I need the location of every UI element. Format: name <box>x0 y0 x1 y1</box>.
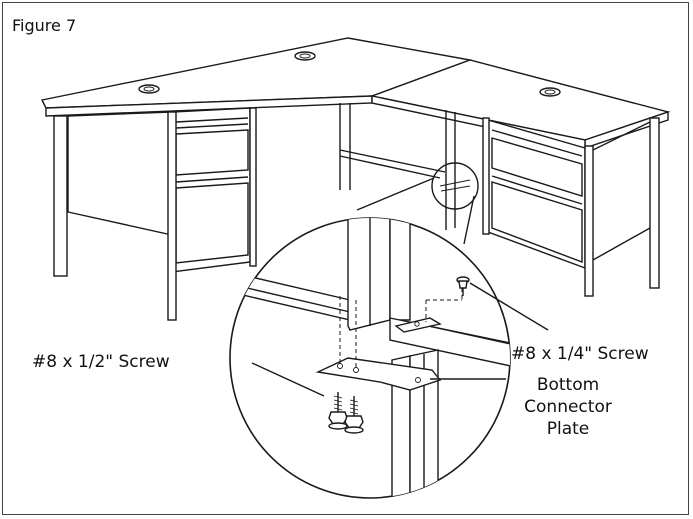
large-screw-leader <box>251 362 325 397</box>
magnify-leader <box>463 195 475 245</box>
left-desk-leg <box>53 115 68 277</box>
figure-frame <box>2 2 689 515</box>
grommet-hole-inner <box>544 89 556 95</box>
grommet-hole-inner <box>143 86 155 92</box>
left-drawer-box <box>175 129 249 176</box>
large-screw <box>328 392 348 430</box>
left-desk-end-panel <box>67 111 173 236</box>
plate-label-line3: Plate <box>547 419 590 439</box>
detail-callout-circle <box>431 162 479 210</box>
grommet-hole <box>294 51 316 61</box>
grommet-hole <box>539 87 561 97</box>
small-screw-label: #8 x 1/4" Screw <box>511 344 649 364</box>
bottom-connector-plate <box>315 357 442 391</box>
plate-label-line1: Bottom <box>537 375 599 395</box>
large-screw <box>344 396 364 434</box>
left-desk-leg <box>167 111 177 321</box>
left-desk-leg <box>249 107 257 267</box>
right-return-desk <box>369 59 671 297</box>
grommet-hole <box>138 84 160 94</box>
plate-label-line2: Connector <box>524 397 612 417</box>
grommet-hole-inner <box>299 53 311 59</box>
left-drawer-file <box>175 182 249 264</box>
small-screw-leader <box>469 282 549 331</box>
return-leg <box>584 145 594 297</box>
right-drawer-box <box>491 137 583 197</box>
magnified-detail <box>229 217 511 499</box>
return-leg <box>649 117 660 289</box>
small-screw <box>456 276 470 296</box>
return-leg <box>482 117 490 235</box>
magnify-leader <box>356 177 435 211</box>
large-screw-label: #8 x 1/2" Screw <box>32 352 170 372</box>
figure-label: Figure 7 <box>12 16 76 35</box>
right-drawer-file <box>491 181 583 264</box>
